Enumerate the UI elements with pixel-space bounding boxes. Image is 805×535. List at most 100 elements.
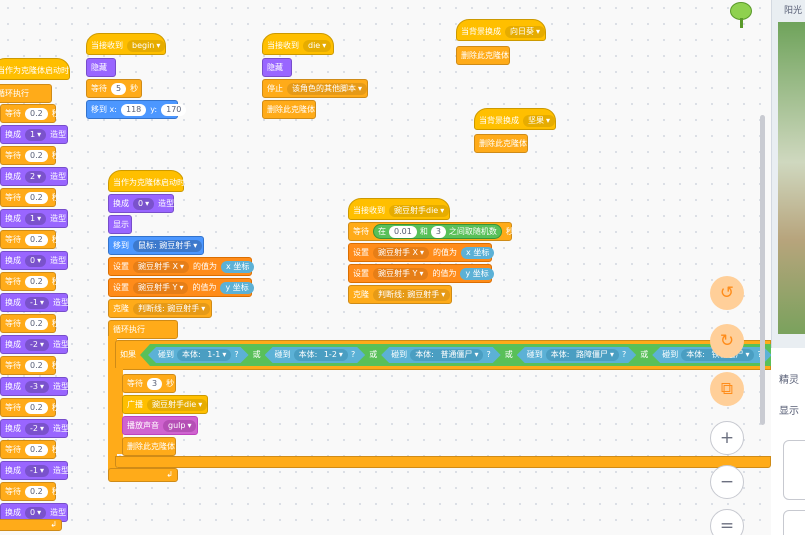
touching-target-dropdown[interactable]: 本体: 1-2▾: [294, 349, 348, 361]
sprite-card[interactable]: [783, 440, 805, 500]
zoom-in-button[interactable]: +: [710, 421, 744, 455]
clone-target-dropdown[interactable]: 判断线: 豌豆射手▾: [373, 288, 451, 301]
clean-up-button[interactable]: ⧉: [710, 372, 744, 406]
x-input[interactable]: 118: [120, 103, 147, 116]
random-min-input[interactable]: 0.01: [389, 225, 417, 238]
redo-button[interactable]: ↻: [710, 324, 744, 358]
touching-condition[interactable]: 碰到本体: 路障僵尸▾?: [517, 347, 637, 363]
random-operator[interactable]: 在 0.01 和 3 之间取随机数: [373, 224, 502, 239]
or-condition[interactable]: 碰到本体: 1-1▾?或碰到本体: 1-2▾?或碰到本体: 普通僵尸▾?或碰到本…: [140, 344, 780, 366]
touching-condition[interactable]: 碰到本体: 普通僵尸▾?: [381, 347, 501, 363]
touching-target-dropdown[interactable]: 本体: 1-1▾: [177, 349, 231, 361]
wait-input[interactable]: 0.2: [25, 401, 48, 414]
delete-clone-block[interactable]: 删除此克隆体: [262, 100, 316, 119]
costume-dropdown[interactable]: 1▾: [25, 128, 47, 141]
wait-input[interactable]: 0.2: [25, 359, 48, 372]
wait-input[interactable]: 0.2: [25, 485, 48, 498]
clone-start-hat-left[interactable]: 当作为克隆体启动时: [0, 58, 70, 80]
costume-dropdown[interactable]: -2▾: [25, 422, 49, 435]
undo-button[interactable]: ↺: [710, 276, 744, 310]
var-x-dropdown[interactable]: 豌豆射手 X▾: [133, 260, 190, 273]
hide-block[interactable]: 隐藏: [86, 58, 116, 77]
when-receive-die-hat[interactable]: 当接收到 die▾: [262, 33, 334, 55]
wait-input[interactable]: 0.2: [25, 149, 48, 162]
y-position-reporter[interactable]: y 坐标: [220, 281, 254, 294]
var-y-dropdown[interactable]: 豌豆射手 Y▾: [133, 281, 189, 294]
vertical-scrollbar[interactable]: [760, 115, 765, 425]
begin-message-dropdown[interactable]: begin▾: [127, 39, 166, 52]
delete-clone-block[interactable]: 删除此克隆体: [456, 46, 510, 65]
switch-costume-block[interactable]: 换成-3▾造型: [0, 377, 69, 396]
show-block[interactable]: 显示: [108, 215, 132, 234]
y-position-reporter[interactable]: y 坐标: [460, 267, 494, 280]
costume-dropdown[interactable]: 0▾: [25, 254, 47, 267]
wait-input[interactable]: 0.2: [25, 191, 48, 204]
wait-input[interactable]: 3: [147, 377, 163, 390]
zoom-reset-button[interactable]: =: [710, 509, 744, 535]
goto-target-dropdown[interactable]: 鼠标: 豌豆射手▾: [133, 239, 203, 252]
wait-input[interactable]: 5: [111, 82, 127, 95]
clone-start-hat[interactable]: 当作为克隆体启动时: [108, 170, 185, 192]
goto-xy-block[interactable]: 移到 x: 118 y: 170: [86, 100, 187, 119]
delete-clone-block[interactable]: 删除此克隆体: [474, 134, 528, 153]
die-message-dropdown[interactable]: die▾: [303, 39, 332, 52]
play-sound-block[interactable]: 播放声音 gulp▾: [122, 416, 198, 435]
switch-costume-block[interactable]: 换成-1▾造型: [0, 461, 69, 480]
wait-block[interactable]: 等待 3 秒: [122, 374, 176, 393]
costume-dropdown[interactable]: 0▾: [133, 197, 155, 210]
costume-dropdown[interactable]: -3▾: [25, 380, 49, 393]
random-max-input[interactable]: 3: [430, 225, 446, 238]
var-x-dropdown[interactable]: 豌豆射手 X▾: [373, 246, 430, 259]
touching-condition[interactable]: 碰到本体: 1-1▾?: [148, 347, 249, 363]
stop-block[interactable]: 停止 该角色的其他脚本▾: [262, 79, 368, 98]
zoom-out-button[interactable]: −: [710, 465, 744, 499]
costume-dropdown[interactable]: -2▾: [25, 338, 49, 351]
wait-input[interactable]: 0.2: [25, 233, 48, 246]
switch-costume-block[interactable]: 换成-2▾造型: [0, 335, 69, 354]
touching-condition[interactable]: 碰到本体: 1-2▾?: [265, 347, 366, 363]
broadcast-dropdown[interactable]: 豌豆射手die▾: [147, 398, 208, 411]
forever-block[interactable]: 循环执行: [108, 320, 178, 339]
set-var-y-block[interactable]: 设置 豌豆射手 Y▾ 的值为 y 坐标: [108, 278, 254, 297]
delete-clone-block[interactable]: 删除此克隆体: [122, 437, 176, 456]
when-backdrop-switch-hat[interactable]: 当背景换成 向日葵▾: [456, 19, 546, 41]
x-position-reporter[interactable]: x 坐标: [461, 246, 495, 259]
wait-input[interactable]: 0.2: [25, 443, 48, 456]
costume-dropdown[interactable]: -1▾: [25, 464, 49, 477]
y-input[interactable]: 170: [161, 103, 187, 116]
if-block[interactable]: 如果 碰到本体: 1-1▾?或碰到本体: 1-2▾?或碰到本体: 普通僵尸▾?或…: [115, 340, 780, 370]
goto-target-block[interactable]: 移到 鼠标: 豌豆射手▾: [108, 236, 204, 255]
pea-die-message-dropdown[interactable]: 豌豆射手die▾: [389, 204, 450, 217]
forever-block-left[interactable]: 循环执行: [0, 84, 52, 103]
costume-dropdown[interactable]: 0▾: [25, 506, 47, 519]
set-var-y-block[interactable]: 设置 豌豆射手 Y▾ 的值为 y 坐标: [348, 264, 494, 283]
when-backdrop-switch-hat[interactable]: 当背景换成 坚果▾: [474, 108, 556, 130]
clone-block[interactable]: 克隆 判断线: 豌豆射手▾: [348, 285, 452, 304]
set-var-x-block[interactable]: 设置 豌豆射手 X▾ 的值为 x 坐标: [348, 243, 495, 262]
wait-input[interactable]: 0.2: [25, 275, 48, 288]
when-receive-pea-die-hat[interactable]: 当接收到 豌豆射手die▾: [348, 198, 450, 220]
switch-costume-block[interactable]: 换成-2▾造型: [0, 419, 69, 438]
costume-dropdown[interactable]: -1▾: [25, 296, 49, 309]
hide-block[interactable]: 隐藏: [262, 58, 292, 77]
switch-costume-block[interactable]: 换成 0▾ 造型: [108, 194, 174, 213]
backdrop-dropdown[interactable]: 坚果▾: [523, 114, 556, 127]
wait-block[interactable]: 等待 5 秒: [86, 79, 142, 98]
switch-costume-block[interactable]: 换成-1▾造型: [0, 293, 69, 312]
wait-random-block[interactable]: 等待 在 0.01 和 3 之间取随机数 秒: [348, 222, 514, 241]
stop-option-dropdown[interactable]: 该角色的其他脚本▾: [287, 82, 368, 95]
wait-input[interactable]: 0.2: [25, 317, 48, 330]
backdrop-dropdown[interactable]: 向日葵▾: [505, 25, 546, 38]
